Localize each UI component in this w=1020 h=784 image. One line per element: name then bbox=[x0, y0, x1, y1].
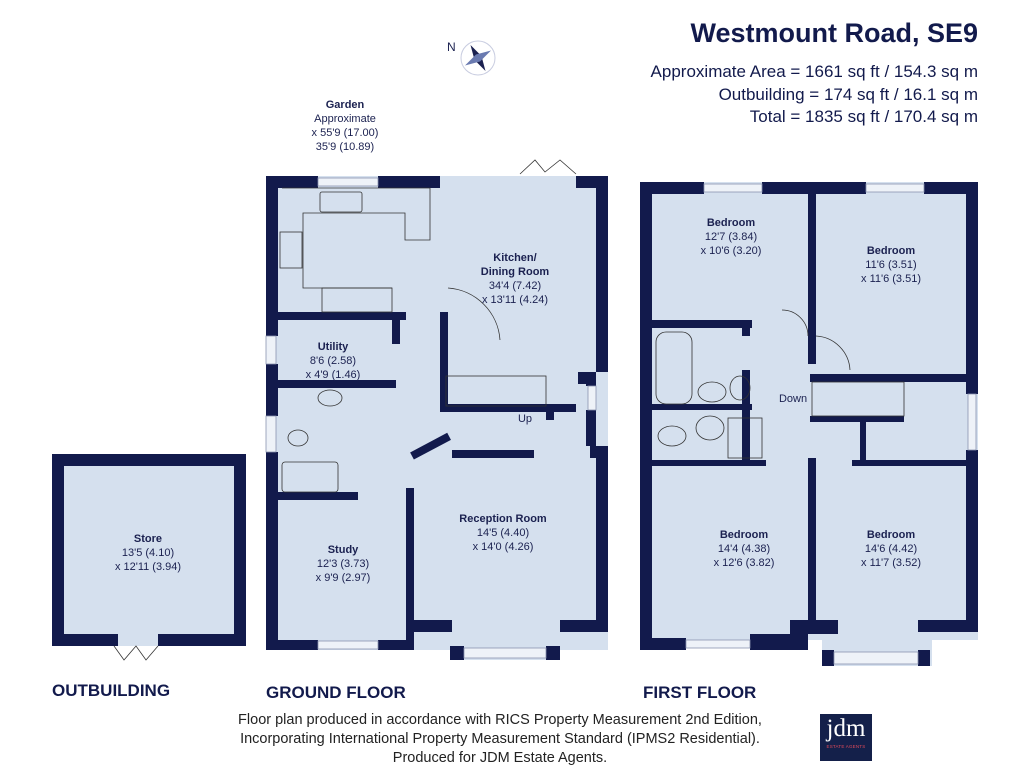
garden-line3: 35'9 (10.89) bbox=[315, 141, 375, 153]
room-dim: 14'4 (4.38) bbox=[717, 543, 771, 555]
room-bedroom-2: Bedroom 11'6 (3.51) x 11'6 (3.51) bbox=[861, 244, 921, 286]
room-dim: x 11'7 (3.52) bbox=[861, 557, 921, 569]
windows bbox=[265, 177, 977, 665]
room-dim: x 12'11 (3.94) bbox=[114, 561, 182, 573]
garden-name: Garden bbox=[325, 99, 365, 111]
room-name: Study bbox=[327, 544, 359, 556]
room-bedroom-4: Bedroom 14'6 (4.42) x 11'7 (3.52) bbox=[861, 528, 921, 570]
garden-line1: Approximate bbox=[314, 113, 376, 125]
room-dim: x 10'6 (3.20) bbox=[700, 245, 762, 257]
room-dim: 34'4 (7.42) bbox=[488, 280, 542, 292]
garden-line2: x 55'9 (17.00) bbox=[311, 127, 379, 139]
outbuilding-label: OUTBUILDING bbox=[52, 681, 171, 700]
room-dim: 12'3 (3.73) bbox=[316, 558, 370, 570]
room-kitchen-dining: Kitchen/ Dining Room 34'4 (7.42) x 13'11… bbox=[481, 251, 549, 307]
room-dim: x 4'9 (1.46) bbox=[305, 369, 361, 381]
fixtures bbox=[113, 159, 905, 661]
room-name: Utility bbox=[317, 341, 349, 353]
footer-disclaimer: Floor plan produced in accordance with R… bbox=[200, 711, 800, 768]
compass-icon bbox=[460, 40, 496, 76]
room-dim: 8'6 (2.58) bbox=[309, 355, 357, 367]
garden-label: Garden Approximate x 55'9 (17.00) 35'9 (… bbox=[312, 98, 379, 154]
room-dim: 12'7 (3.84) bbox=[704, 231, 758, 243]
stairs-down-label: Down bbox=[778, 393, 808, 405]
room-study: Study 12'3 (3.73) x 9'9 (2.97) bbox=[316, 543, 371, 585]
room-name: Reception Room bbox=[459, 513, 547, 525]
footer-line: Incorporating International Property Mea… bbox=[240, 731, 760, 747]
ground-floor-label: GROUND FLOOR bbox=[266, 683, 406, 702]
room-name: Bedroom bbox=[866, 529, 916, 541]
total-area: Total = 1835 sq ft / 170.4 sq m bbox=[749, 107, 978, 126]
room-dim: 14'6 (4.42) bbox=[864, 543, 918, 555]
room-name: Bedroom bbox=[719, 529, 769, 541]
room-name: Dining Room bbox=[480, 266, 550, 278]
room-utility: Utility 8'6 (2.58) x 4'9 (1.46) bbox=[306, 340, 361, 382]
property-title: Westmount Road, SE9 bbox=[690, 18, 978, 48]
room-bedroom-1: Bedroom 12'7 (3.84) x 10'6 (3.20) bbox=[701, 216, 762, 258]
compass-north-label: N bbox=[447, 40, 456, 54]
room-dim: x 12'6 (3.82) bbox=[713, 557, 775, 569]
room-name: Bedroom bbox=[866, 245, 916, 257]
walls bbox=[52, 176, 978, 666]
outbuilding-floor bbox=[52, 454, 246, 646]
room-name: Store bbox=[133, 533, 163, 545]
room-store: Store 13'5 (4.10) x 12'11 (3.94) bbox=[115, 532, 181, 574]
room-reception: Reception Room 14'5 (4.40) x 14'0 (4.26) bbox=[459, 512, 546, 554]
room-name: Kitchen/ bbox=[493, 252, 537, 264]
footer-line: Floor plan produced in accordance with R… bbox=[238, 712, 762, 728]
stairs-up-label: Up bbox=[517, 413, 533, 425]
room-dim: x 9'9 (2.97) bbox=[315, 572, 371, 584]
footer-line: Produced for JDM Estate Agents. bbox=[392, 750, 608, 766]
room-dim: 13'5 (4.10) bbox=[121, 547, 175, 559]
logo-subtext: ESTATE AGENTS bbox=[826, 744, 866, 749]
room-dim: x 14'0 (4.26) bbox=[472, 541, 534, 553]
logo-text: jdm bbox=[826, 715, 866, 742]
first-floor-label: FIRST FLOOR bbox=[643, 683, 757, 702]
room-name: Bedroom bbox=[706, 217, 756, 229]
approximate-area: Approximate Area = 1661 sq ft / 154.3 sq… bbox=[650, 62, 978, 81]
jdm-logo: jdm ESTATE AGENTS bbox=[820, 714, 872, 761]
room-dim: x 11'6 (3.51) bbox=[861, 273, 921, 285]
outbuilding-area: Outbuilding = 174 sq ft / 16.1 sq m bbox=[718, 85, 978, 104]
room-dim: 11'6 (3.51) bbox=[865, 259, 917, 271]
room-dim: x 13'11 (4.24) bbox=[481, 294, 549, 306]
room-dim: 14'5 (4.40) bbox=[476, 527, 530, 539]
room-bedroom-3: Bedroom 14'4 (4.38) x 12'6 (3.82) bbox=[714, 528, 775, 570]
